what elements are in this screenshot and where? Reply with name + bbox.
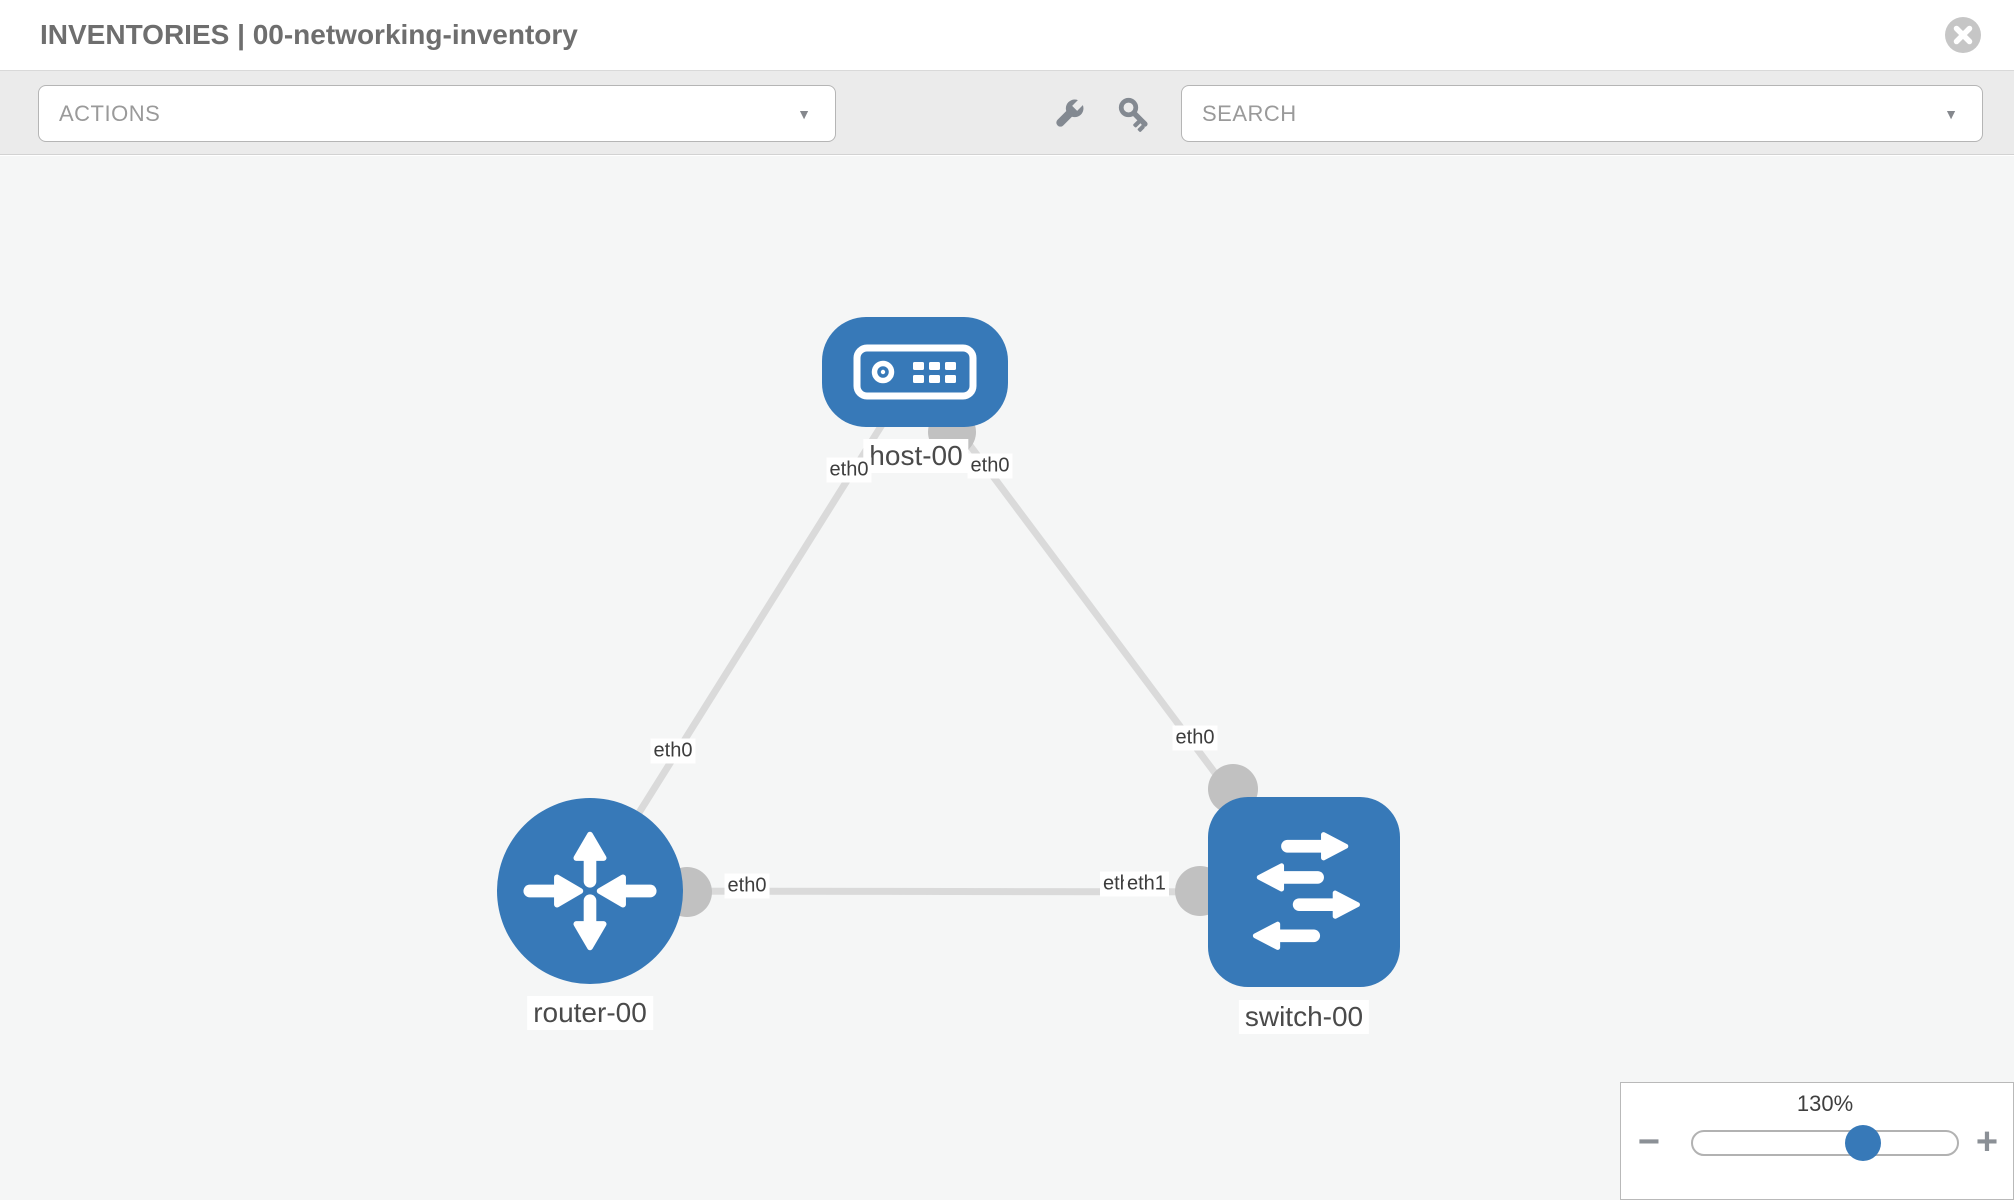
interface-label-router-eth0-right: eth0 [724, 873, 770, 899]
node-label-router-00: router-00 [527, 996, 653, 1030]
interface-label-router-eth0-top: eth0 [650, 738, 696, 764]
node-host-00[interactable] [822, 317, 1008, 427]
close-button[interactable] [1945, 17, 1981, 53]
interface-label-switch-eth0-top: eth0 [1172, 725, 1218, 751]
caret-down-icon: ▼ [797, 105, 811, 122]
router-arrows-icon [523, 831, 657, 951]
credentials-button[interactable] [1116, 95, 1156, 135]
actions-dropdown[interactable]: ACTIONS ▼ [38, 85, 836, 142]
toolbar: ACTIONS ▼ SEAR [0, 70, 2014, 155]
switch-arrows-icon [1252, 832, 1360, 950]
zoom-in-button[interactable]: + [1975, 1121, 1999, 1163]
zoom-slider-track[interactable] [1691, 1130, 1959, 1156]
wrench-icon [1056, 98, 1085, 127]
node-router-00[interactable] [497, 798, 683, 984]
zoom-value: 130% [1796, 1091, 1854, 1116]
actions-dropdown-label: ACTIONS [59, 100, 161, 126]
node-switch-00[interactable] [1208, 797, 1400, 987]
interface-label-switch-eth1: eth1 [1124, 871, 1169, 897]
interface-label-host-eth0-right: eth0 [967, 453, 1013, 479]
configure-button[interactable] [1048, 95, 1088, 135]
key-icon [1118, 97, 1148, 132]
server-icon [853, 344, 977, 400]
search-dropdown[interactable]: SEARCH ▼ [1181, 85, 1983, 142]
zoom-slider-thumb[interactable] [1845, 1125, 1881, 1161]
caret-down-icon: ▼ [1944, 105, 1958, 122]
zoom-out-button[interactable]: − [1637, 1121, 1661, 1163]
zoom-control: 130% − + [1620, 1082, 2014, 1200]
search-dropdown-label: SEARCH [1202, 100, 1297, 126]
close-icon [1945, 17, 1981, 53]
window-header: INVENTORIES | 00-networking-inventory [0, 0, 2014, 70]
interface-label-host-eth0-left: eth0 [826, 457, 872, 483]
node-label-switch-00: switch-00 [1238, 1000, 1370, 1034]
node-label-host-00: host-00 [863, 439, 969, 473]
topology-links-layer [587, 369, 1307, 917]
topology-canvas[interactable]: host-00 router-00 switch-00 eth0 eth0 et… [0, 156, 2014, 1200]
page-title: INVENTORIES | 00-networking-inventory [40, 19, 578, 50]
